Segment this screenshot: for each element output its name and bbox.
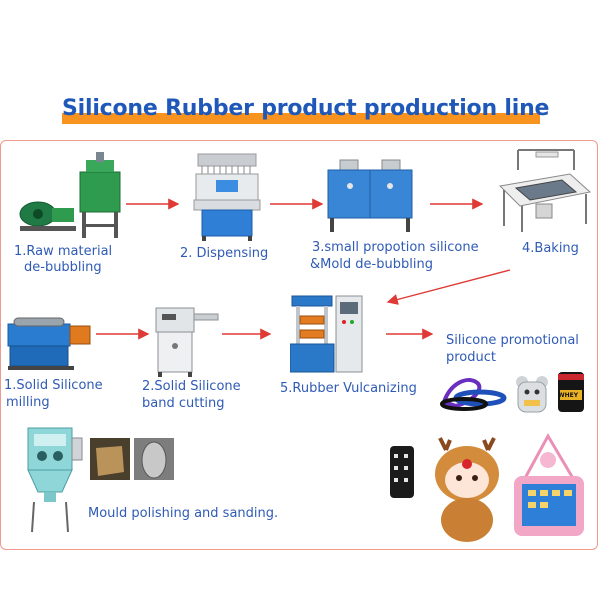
- band-cutting-machine-image: [155, 307, 219, 377]
- product-label-line2: product: [446, 350, 497, 365]
- whey-bottle-image: [558, 372, 584, 412]
- step3-label-line2: &Mold de-bubbling: [310, 257, 433, 272]
- page-title: Silicone Rubber product production line: [62, 96, 550, 121]
- dispensing-machine-image: [193, 153, 261, 241]
- mould-label: Mould polishing and sanding.: [88, 506, 279, 521]
- vulcanizing-machine-image: [290, 295, 363, 373]
- silicone-wristbands-image: [440, 378, 507, 411]
- arrow-4-5: [386, 269, 511, 305]
- step4-label: 4.Baking: [522, 241, 579, 256]
- milling-machine-image: [7, 317, 91, 370]
- tablet-case-image: [514, 432, 584, 536]
- baking-machine-image: [498, 149, 592, 232]
- step2-label: 2. Dispensing: [180, 246, 269, 261]
- milling-label-line1: 1.Solid Silicone: [4, 378, 103, 393]
- step1-label-line2: de-bubbling: [24, 260, 102, 275]
- step3-label-line1: 3.small propotion silicone: [312, 240, 479, 255]
- band-cutting-label-line1: 2.Solid Silicone: [142, 379, 241, 394]
- title-banner: Silicone Rubber product production line: [62, 96, 550, 128]
- milling-label-line2: milling: [6, 395, 50, 410]
- step1-label-line1: 1.Raw material: [14, 244, 113, 259]
- mold-debubbling-machine-image: [327, 159, 413, 232]
- phone-case-image: [390, 446, 414, 498]
- band-cutting-label-line2: band cutting: [142, 396, 225, 411]
- product-label-line1: Silicone promotional: [446, 333, 579, 348]
- diagram-frame: [0, 140, 598, 550]
- deer-figure-image: [435, 437, 499, 542]
- whey-text: WHEY: [558, 392, 579, 399]
- mouse-figure-image: [516, 376, 548, 413]
- title-underline: [62, 113, 540, 124]
- step5-label: 5.Rubber Vulcanizing: [280, 381, 417, 396]
- mould-samples-image: [90, 438, 174, 480]
- sandblasting-cabinet-image: [27, 427, 83, 533]
- raw-material-machine-image: [19, 152, 121, 238]
